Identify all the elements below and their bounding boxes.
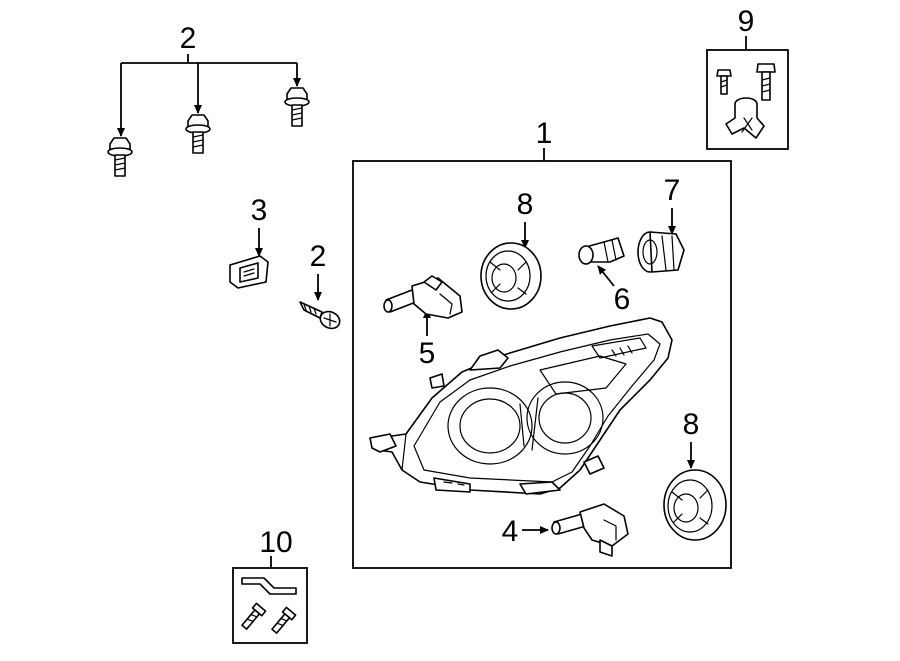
kit-10-bracket xyxy=(241,577,297,595)
repair-kit-10-group: 10 xyxy=(232,526,308,644)
leader-arrow-6 xyxy=(597,265,615,287)
kit-10-screw-left xyxy=(241,602,267,630)
repair-kit-9-box xyxy=(706,49,789,150)
bulb-socket-group: 7 xyxy=(637,174,685,273)
headlamp-housing xyxy=(369,317,673,495)
tapping-screw xyxy=(299,301,341,330)
screw-group: 2 xyxy=(299,240,341,330)
repair-kit-10-box xyxy=(232,567,308,644)
callout-9: 9 xyxy=(738,5,755,38)
flange-bolt-middle xyxy=(185,114,211,154)
headlamp-assembly-box xyxy=(352,160,732,569)
socket-cover-top xyxy=(480,242,542,310)
socket-cover-bottom-group: 8 xyxy=(663,408,727,541)
flange-bolt-left xyxy=(107,137,133,177)
kit-9-bolt-small xyxy=(716,69,732,95)
socket-cover-bottom xyxy=(663,469,727,541)
bolt-group-callout-2: 2 xyxy=(117,22,301,137)
retainer-clip xyxy=(229,255,269,289)
callout-8-top: 8 xyxy=(517,188,534,221)
wedge-bulb xyxy=(578,237,625,265)
low-beam-bulb xyxy=(551,503,629,557)
socket-cover-top-group: 8 xyxy=(480,188,542,310)
callout-3: 3 xyxy=(251,194,268,227)
side-marker-bulb-group: 6 xyxy=(578,237,631,316)
kit-10-screw-right xyxy=(271,606,297,634)
callout-8-bottom: 8 xyxy=(683,408,700,441)
bulb-socket xyxy=(637,231,685,273)
flange-bolt-right xyxy=(284,87,310,127)
retainer-clip-group: 3 xyxy=(229,194,269,289)
kit-9-bracket xyxy=(725,97,765,139)
callout-7: 7 xyxy=(664,174,681,207)
repair-kit-9-group: 9 xyxy=(706,5,789,150)
callout-1: 1 xyxy=(536,117,553,150)
callout-5: 5 xyxy=(419,337,436,370)
kit-9-bolt-large xyxy=(756,63,776,101)
callout-6: 6 xyxy=(614,283,631,316)
callout-2-top: 2 xyxy=(180,22,197,55)
callout-4: 4 xyxy=(502,515,519,548)
low-beam-bulb-group: 4 xyxy=(502,503,629,557)
headlamp-bulb xyxy=(383,275,463,319)
callout-10: 10 xyxy=(259,526,292,559)
callout-2-screw: 2 xyxy=(310,240,327,273)
headlamp-bulb-group: 5 xyxy=(383,275,463,370)
